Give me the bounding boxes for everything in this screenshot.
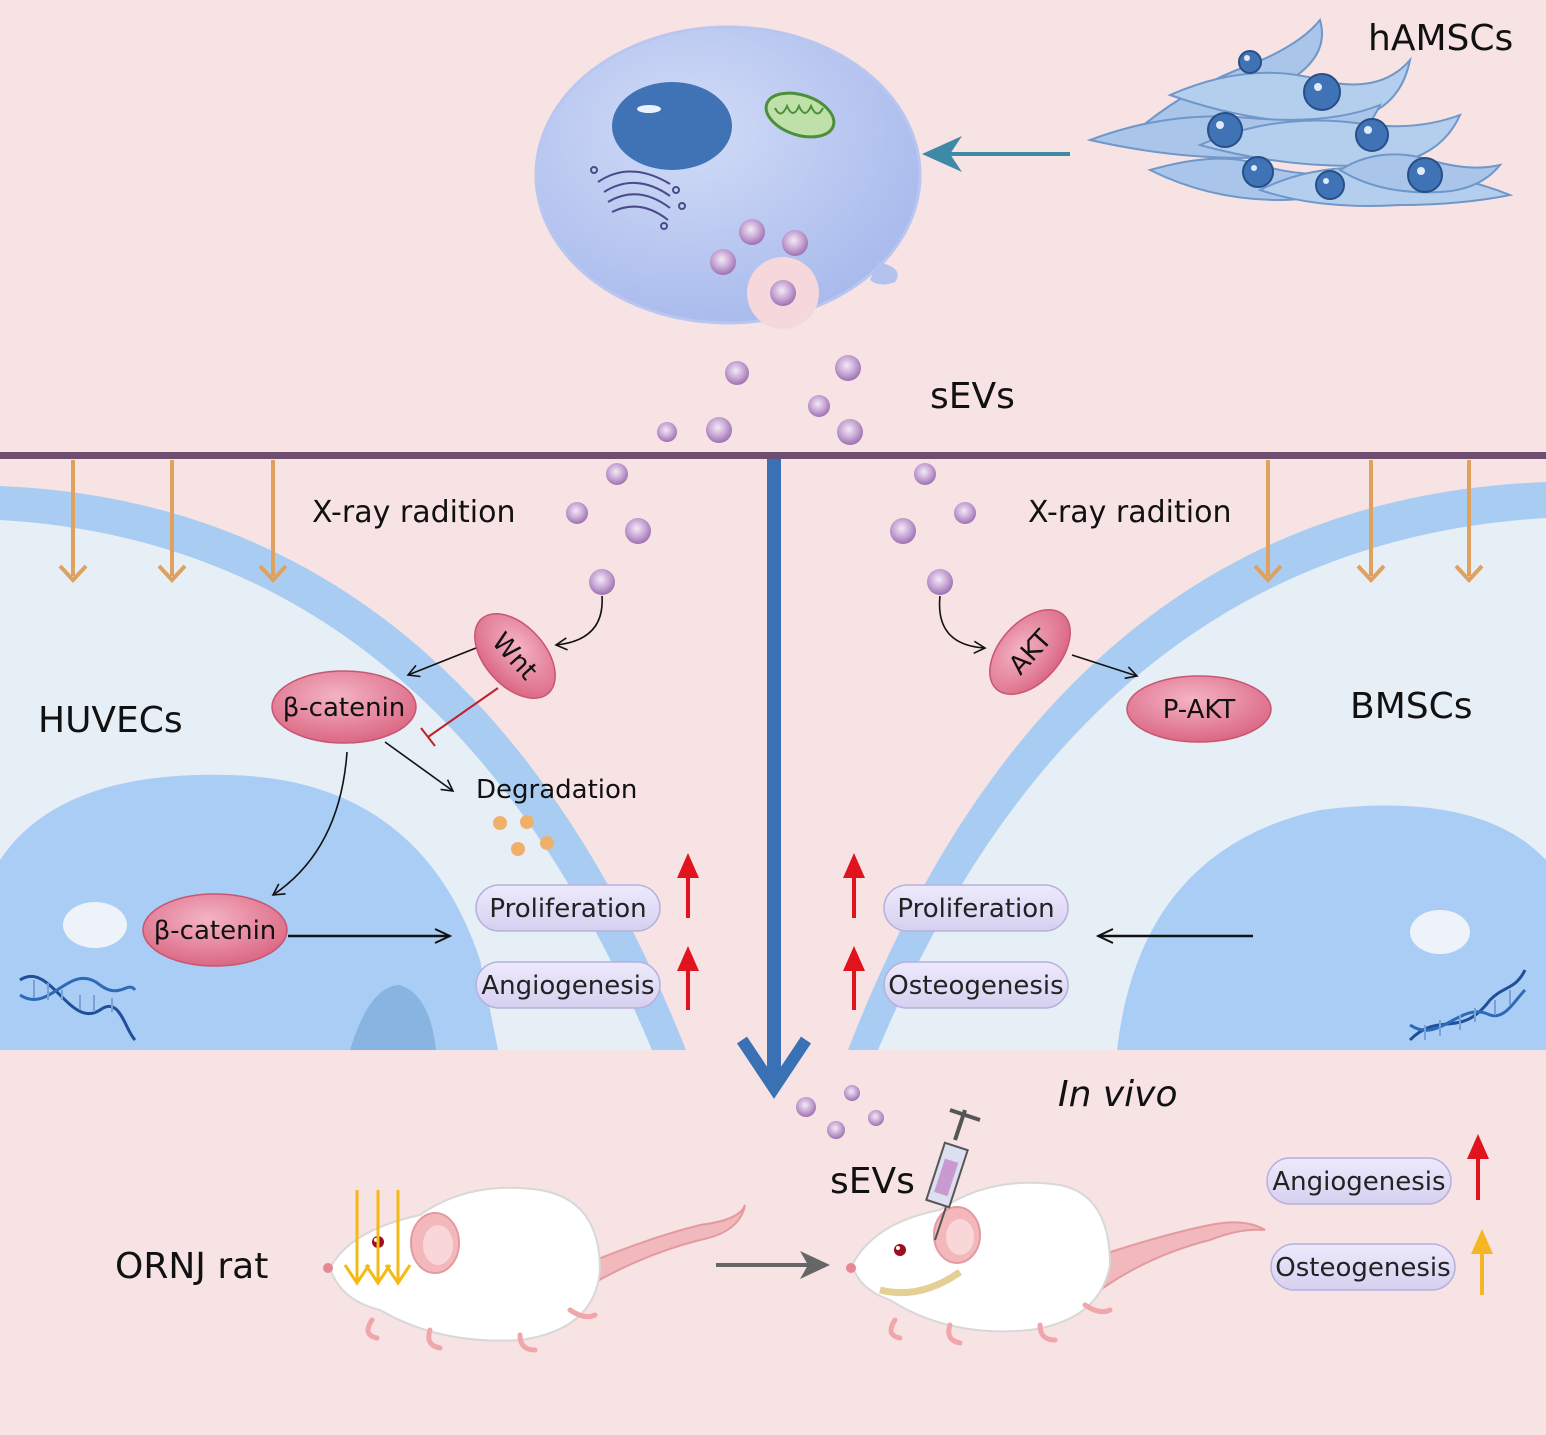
hamsc-cell-illustration <box>534 25 922 329</box>
xray-label-left: X-ray radition <box>312 495 515 530</box>
mitochondrion-shape <box>764 91 836 139</box>
pill-right-osteogenesis-label: Osteogenesis <box>888 971 1063 1001</box>
syringe-icon <box>925 1108 981 1241</box>
in-vivo-label: In vivo <box>1058 1074 1178 1115</box>
sevs-label-top: sEVs <box>930 376 1015 417</box>
pill-left-proliferation: Proliferation <box>475 884 661 932</box>
up-arrow-bottom-angiogenesis <box>1467 1134 1489 1200</box>
dna-icon-right <box>1408 969 1527 1042</box>
up-arrow-bottom-osteogenesis <box>1471 1229 1493 1295</box>
sevs-right <box>890 463 976 595</box>
xray-label-right: X-ray radition <box>1028 495 1231 530</box>
bmsc-nucleus-shape <box>1117 805 1546 1050</box>
pathway-arrows-left <box>271 595 603 896</box>
wnt-molecule: Wnt <box>474 613 556 699</box>
sevs-bottom <box>796 1085 884 1139</box>
pill-right-osteogenesis: Osteogenesis <box>883 961 1069 1009</box>
pill-left-angiogenesis-label: Angiogenesis <box>481 971 654 1001</box>
rat-illustration-right <box>846 1108 1266 1346</box>
beta-catenin-molecule-1: β-catenin <box>271 670 417 744</box>
xray-rays-on-rat <box>343 1190 412 1286</box>
pill-right-proliferation-label: Proliferation <box>897 894 1054 924</box>
pill-bottom-osteogenesis: Osteogenesis <box>1270 1243 1456 1291</box>
degradation-fragments <box>493 815 554 856</box>
up-arrow-right-osteogenesis <box>843 946 865 1010</box>
sevs-label-bottom: sEVs <box>830 1161 915 1202</box>
beta-catenin-label-1: β-catenin <box>283 693 406 723</box>
degradation-label: Degradation <box>476 775 637 805</box>
pill-right-proliferation: Proliferation <box>883 884 1069 932</box>
xray-arrows-left <box>58 460 288 583</box>
p-akt-molecule: P-AKT <box>1126 675 1272 743</box>
xray-arrows-right <box>1253 460 1484 583</box>
hamsc-spindle-cells-illustration <box>1086 17 1514 207</box>
p-akt-label: P-AKT <box>1163 695 1236 725</box>
central-down-arrow <box>737 459 811 1099</box>
hamscs-label: hAMSCs <box>1368 18 1513 59</box>
bmscs-label: BMSCs <box>1350 686 1473 727</box>
pill-bottom-angiogenesis: Angiogenesis <box>1266 1157 1452 1205</box>
wnt-inhibits-degradation <box>420 687 499 747</box>
akt-molecule: AKT <box>989 609 1071 695</box>
hamsc-to-cell-arrow <box>922 136 1070 172</box>
pill-bottom-angiogenesis-label: Angiogenesis <box>1272 1167 1445 1197</box>
up-arrow-left-proliferation <box>677 853 699 918</box>
nucleus-shape <box>612 82 732 170</box>
sevs-released-top <box>657 355 863 445</box>
up-arrow-left-angiogenesis <box>677 946 699 1010</box>
huvecs-label: HUVECs <box>38 700 183 741</box>
divider-line <box>0 452 1546 459</box>
beta-catenin-label-2: β-catenin <box>154 916 277 946</box>
golgi-shape <box>590 166 686 230</box>
up-arrow-right-proliferation <box>843 853 865 918</box>
pill-left-proliferation-label: Proliferation <box>489 894 646 924</box>
rat-to-rat-arrow <box>716 1251 830 1279</box>
dna-icon-left <box>19 975 137 1042</box>
beta-catenin-molecule-2: β-catenin <box>142 893 288 967</box>
pill-left-angiogenesis: Angiogenesis <box>475 961 661 1009</box>
sevs-left <box>566 463 651 595</box>
up-arrows-middle <box>677 853 865 1010</box>
ornj-rat-label: ORNJ rat <box>115 1246 268 1287</box>
rat-illustration-left <box>323 1186 746 1353</box>
pill-bottom-osteogenesis-label: Osteogenesis <box>1275 1253 1450 1283</box>
pathway-arrows-right <box>938 595 1139 680</box>
